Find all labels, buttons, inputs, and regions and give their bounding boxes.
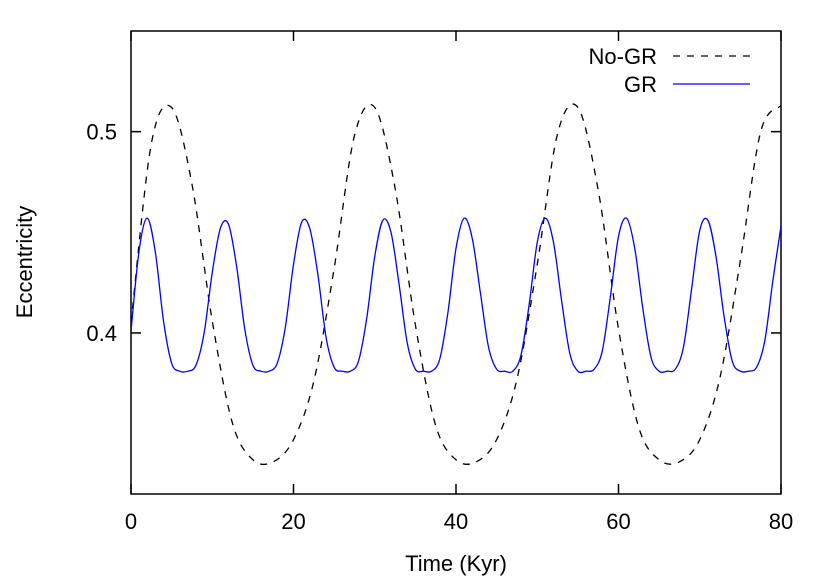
y-tick-label: 0.5 (86, 120, 117, 145)
x-tick-label: 40 (444, 509, 468, 534)
legend-label-gr: GR (624, 72, 657, 97)
axis-ticks (130, 31, 782, 494)
x-tick-label: 0 (125, 509, 137, 534)
x-tick-label: 60 (606, 509, 630, 534)
x-tick-label: 80 (769, 509, 793, 534)
y-axis-label: Eccentricity (12, 206, 37, 318)
x-axis-label: Time (Kyr) (405, 551, 507, 576)
series-line-gr (131, 217, 781, 374)
plot-frame (130, 30, 782, 495)
series-line-no-gr (131, 103, 781, 466)
x-tick-label: 20 (281, 509, 305, 534)
series-layer (131, 103, 781, 466)
legend-label-no-gr: No-GR (589, 44, 657, 69)
y-tick-label: 0.4 (86, 321, 117, 346)
axis-tick-labels: 0 20 40 60 80 0.4 0.5 (86, 120, 793, 534)
legend: No-GR GR (589, 44, 750, 97)
